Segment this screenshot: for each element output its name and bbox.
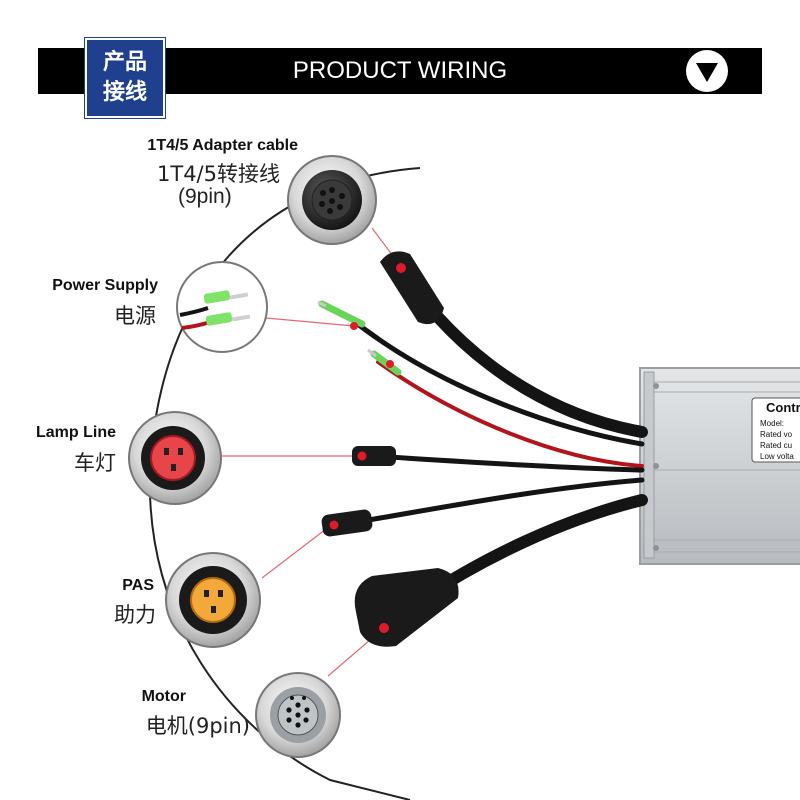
label-adapter-en: 1T4/5 Adapter cable — [147, 137, 298, 154]
badge-line-2: 接线 — [102, 80, 147, 105]
plug-pas — [321, 509, 373, 537]
marker-dot — [396, 263, 406, 273]
controller-label-line1: Model: — [760, 419, 785, 428]
label-pas-cn: 助力 — [114, 603, 156, 627]
closeup-power-supply — [176, 261, 268, 353]
marker-dot — [357, 451, 367, 461]
label-lamp-cn: 车灯 — [74, 451, 116, 475]
label-power-en: Power Supply — [52, 277, 158, 294]
product-badge: 产品 接线 — [85, 38, 165, 118]
label-power-cn: 电源 — [114, 304, 156, 328]
plug-adapter — [380, 251, 444, 325]
badge-line-1: 产品 — [102, 50, 147, 75]
label-pas-en: PAS — [122, 577, 154, 594]
marker-dot — [329, 520, 339, 530]
cables — [342, 262, 648, 606]
label-motor-en: Motor — [141, 688, 186, 705]
plug-power-terminals — [317, 300, 402, 376]
triangle-down-icon[interactable] — [686, 50, 728, 92]
plug-lamp — [352, 446, 396, 466]
controller-label-line4: Low volta — [760, 452, 794, 461]
marker-dot — [386, 360, 394, 368]
cable-adapter — [394, 262, 648, 438]
closeup-lamp-line — [128, 411, 222, 505]
cable-power-red — [376, 360, 644, 468]
header-title: PRODUCT WIRING — [292, 57, 508, 84]
label-adapter-cn: 1T4/5转接线 — [157, 162, 280, 186]
label-lamp-en: Lamp Line — [35, 424, 116, 441]
controller-label-sticker — [751, 397, 800, 463]
marker-dot — [350, 322, 358, 330]
closeup-pas — [165, 552, 261, 648]
closeup-adapter — [287, 155, 377, 245]
cable-pas — [342, 477, 645, 527]
label-adapter-pin: (9pin) — [178, 185, 232, 208]
controller-label-line3: Rated cu — [760, 441, 793, 450]
cable-power-black — [347, 315, 645, 447]
cable-lamp — [369, 453, 645, 473]
closeup-motor — [255, 672, 341, 758]
label-motor-cn: 电机(9pin) — [145, 714, 250, 738]
plug-motor — [354, 568, 459, 647]
marker-dot — [379, 623, 389, 633]
controller-label-line2: Rated vo — [760, 430, 793, 439]
controller-label-title: Contr — [766, 400, 800, 415]
controller-box — [639, 367, 800, 565]
